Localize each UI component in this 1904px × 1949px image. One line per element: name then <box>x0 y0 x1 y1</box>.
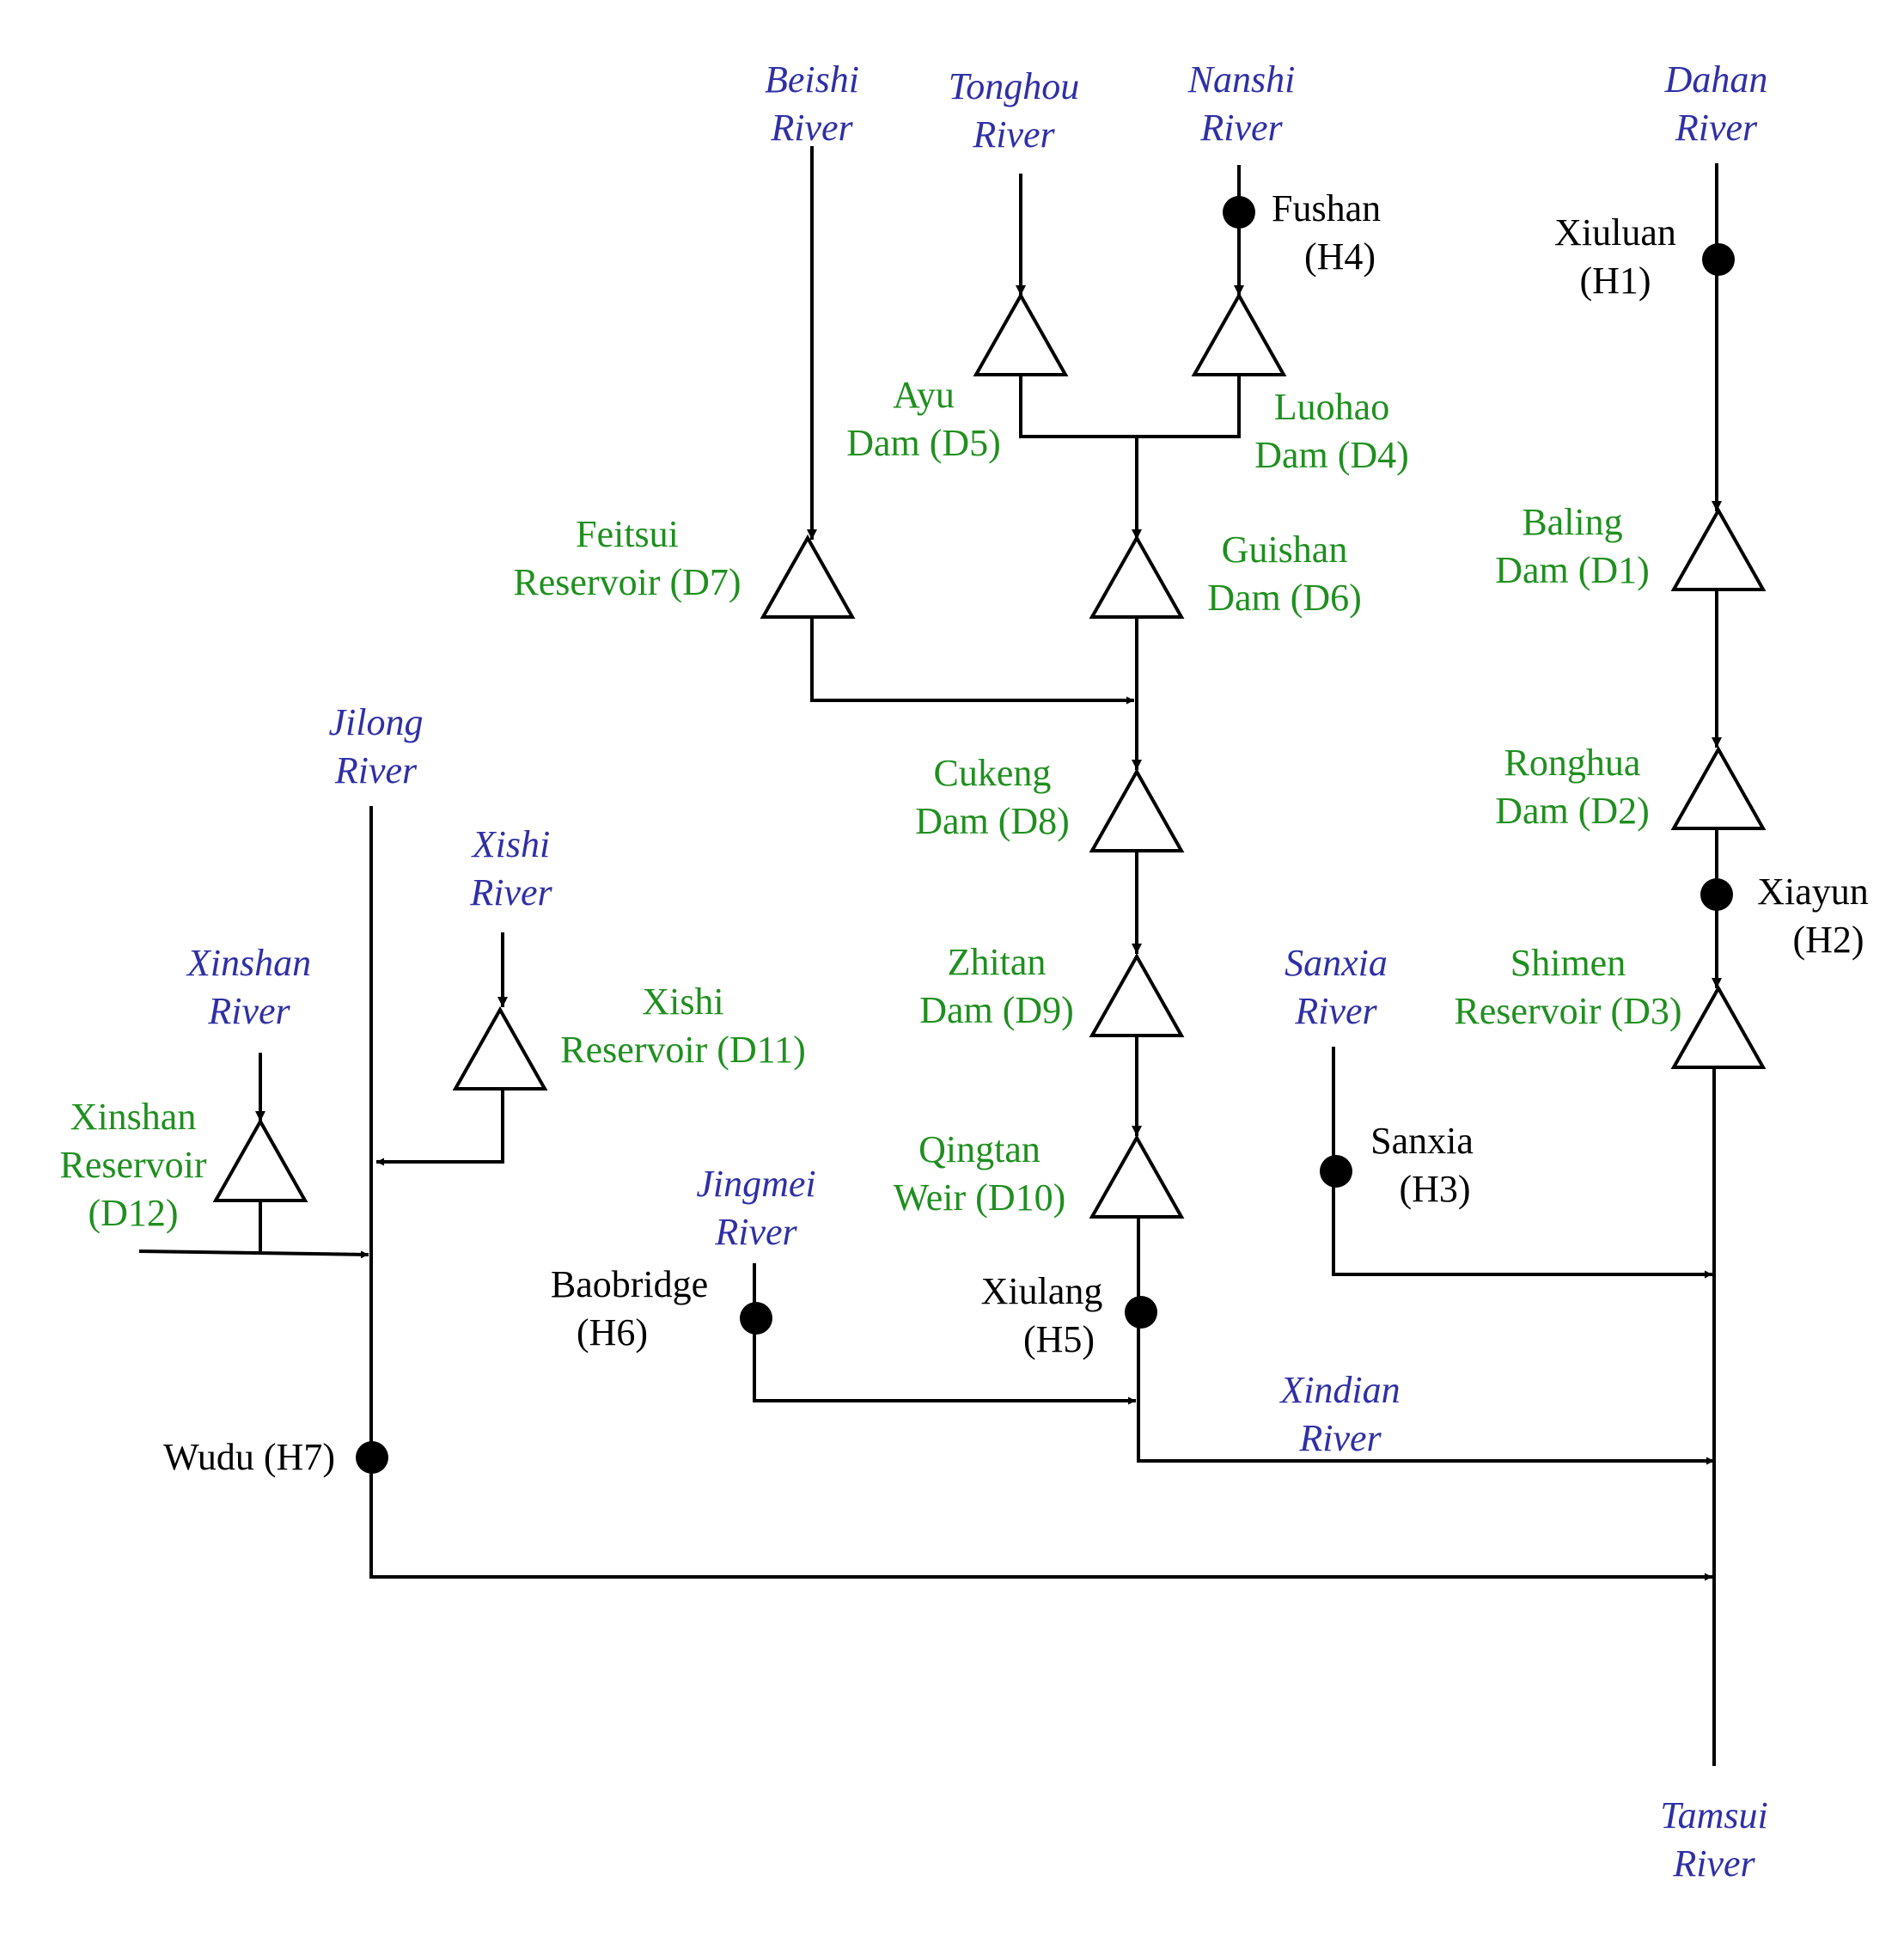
sanxia-station-label: Sanxia(H3) <box>1370 1120 1474 1210</box>
xindian-river-line <box>1137 1216 1714 1465</box>
feitsui-outflow-line <box>810 617 1134 705</box>
jilong-river-line <box>369 806 1712 1581</box>
luohao-outflow-line <box>1137 374 1241 438</box>
fushan-station-dot <box>1223 196 1255 229</box>
baobridge-station-dot <box>740 1302 772 1335</box>
qingtan-weir-triangle <box>1089 1133 1185 1219</box>
xiuluan-station-label: Xiuluan(H1) <box>1554 211 1676 302</box>
ronghua-dam-triangle <box>1670 745 1767 830</box>
luohao-dam-triangle <box>1191 291 1287 376</box>
xiuluan-station-dot <box>1702 243 1735 276</box>
xiayun-station-label: Xiayun(H2) <box>1757 871 1869 961</box>
xishi-reservoir-triangle <box>452 1005 548 1091</box>
xiulang-station-dot <box>1125 1296 1157 1329</box>
fushan-station-label: Fushan(H4) <box>1272 187 1382 278</box>
feitsui-reservoir-triangle <box>760 534 856 619</box>
baling-dam-triangle <box>1670 506 1767 591</box>
ayu-outflow-line <box>1019 374 1137 438</box>
sanxia-station-dot <box>1320 1155 1352 1188</box>
xishi-outflow-line <box>376 1090 504 1166</box>
sanxia-river-line <box>1332 1047 1712 1279</box>
zhitan-dam-triangle <box>1089 952 1185 1037</box>
ayu-dam-triangle <box>973 291 1069 376</box>
xiayun-station-dot <box>1700 878 1733 911</box>
shimen-reservoir-triangle <box>1670 984 1767 1069</box>
xiulang-station-label: Xiulang(H5) <box>980 1270 1103 1360</box>
wudu-station-label: Wudu (H7) <box>163 1436 335 1478</box>
xinshan-reservoir-triangle <box>212 1117 308 1202</box>
xinshan-inflow-line <box>138 1249 369 1259</box>
guishan-dam-triangle <box>1089 534 1185 619</box>
baobridge-station-label: Baobridge(H6) <box>550 1263 709 1353</box>
wudu-station-dot <box>356 1441 388 1474</box>
cukeng-dam-triangle <box>1089 767 1185 852</box>
